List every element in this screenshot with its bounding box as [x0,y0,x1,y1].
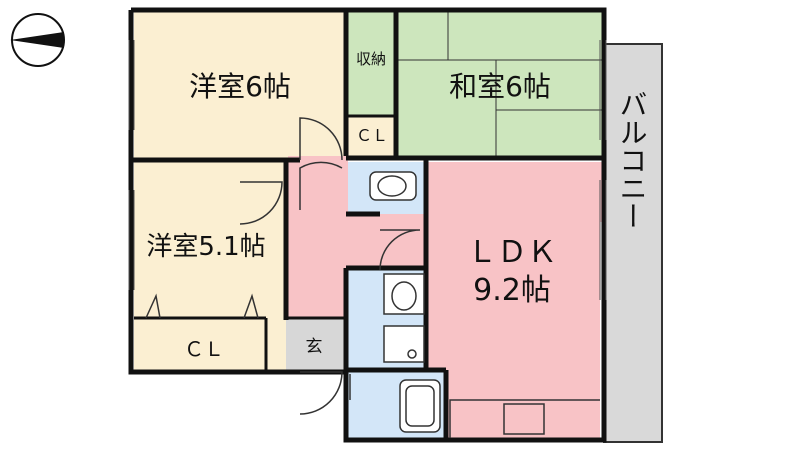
sink-fixture [383,273,425,363]
bathtub [399,379,441,433]
balcony-label: バルコニー [616,90,649,230]
western-room-2-label: 洋室5.1帖 [146,232,265,262]
western-room-2 [134,162,286,372]
doors [145,117,421,415]
ldk-size-label: 9.2帖 [473,273,551,308]
japanese-room-label: 和室6帖 [449,70,551,103]
storage [348,12,396,116]
tatami-lines [396,12,602,160]
ldk-upper [426,162,602,222]
storage-label: 収納 [356,50,386,68]
corridor-upper [288,156,348,166]
closet-upper [348,116,396,156]
windows [128,40,607,300]
closet-lower-label: ＣＬ [184,337,224,361]
entrance [286,318,346,370]
kitchen-counter [449,399,600,438]
western-room-1-label: 洋室6帖 [189,70,291,103]
walls [128,7,607,443]
toilet-fixture [369,171,417,201]
ldk-label: ＬＤＫ [467,235,557,270]
closet-upper-label: ＣＬ [356,126,388,145]
corridor [286,162,348,318]
western-room-1 [134,12,348,160]
balcony [603,43,663,443]
japanese-room [396,12,602,160]
entrance-label: 玄 [306,337,323,357]
north-arrow-icon [10,13,65,67]
entrance-step [268,318,286,370]
